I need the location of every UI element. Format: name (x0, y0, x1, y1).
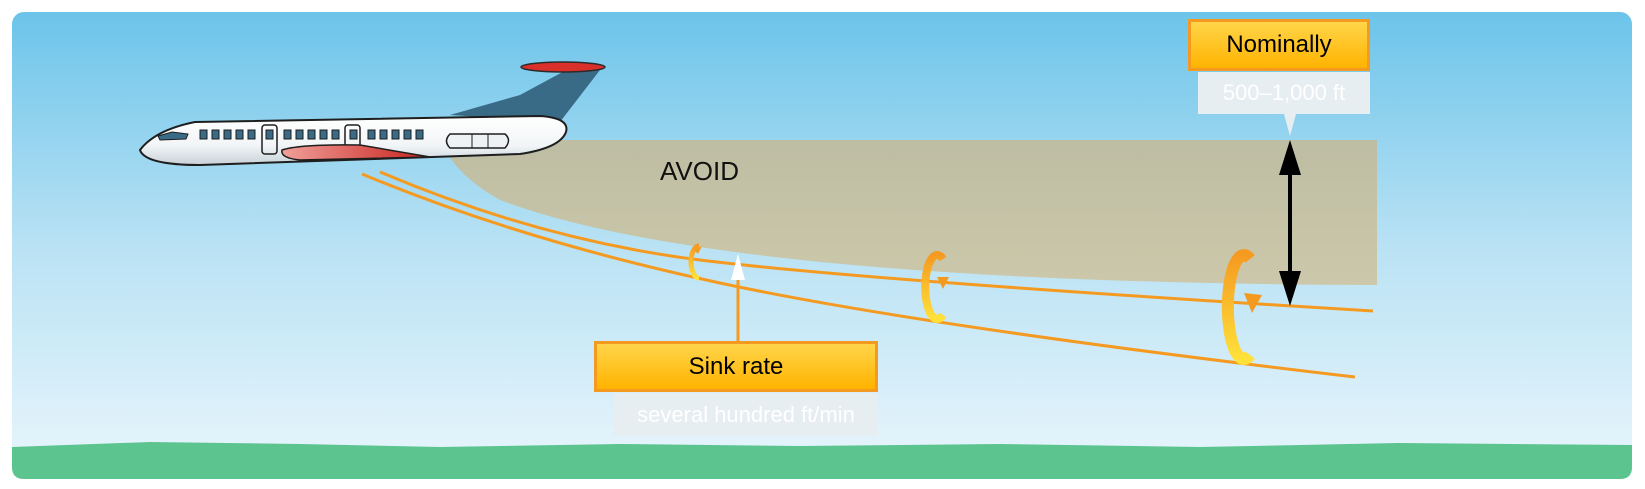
sink-rate-callout-value: several hundred ft/min (614, 393, 878, 436)
vortex-icon (1221, 249, 1262, 365)
sink-rate-callout-title: Sink rate (594, 341, 878, 392)
height-callout-pointer (1284, 114, 1296, 136)
aircraft-icon (138, 61, 606, 167)
vortex-icon (921, 251, 949, 323)
double-arrow-icon (1279, 140, 1301, 306)
avoid-label: AVOID (660, 156, 739, 186)
height-callout-title: Nominally (1188, 19, 1370, 71)
ground (12, 442, 1632, 479)
avoid-zone (440, 140, 1377, 285)
vortex-trail-upper (379, 170, 1374, 313)
vortex-trail-lower (361, 172, 1356, 379)
vortex-icon (688, 243, 702, 281)
height-callout-value: 500–1,000 ft (1198, 72, 1370, 114)
up-arrow-icon (731, 254, 745, 343)
